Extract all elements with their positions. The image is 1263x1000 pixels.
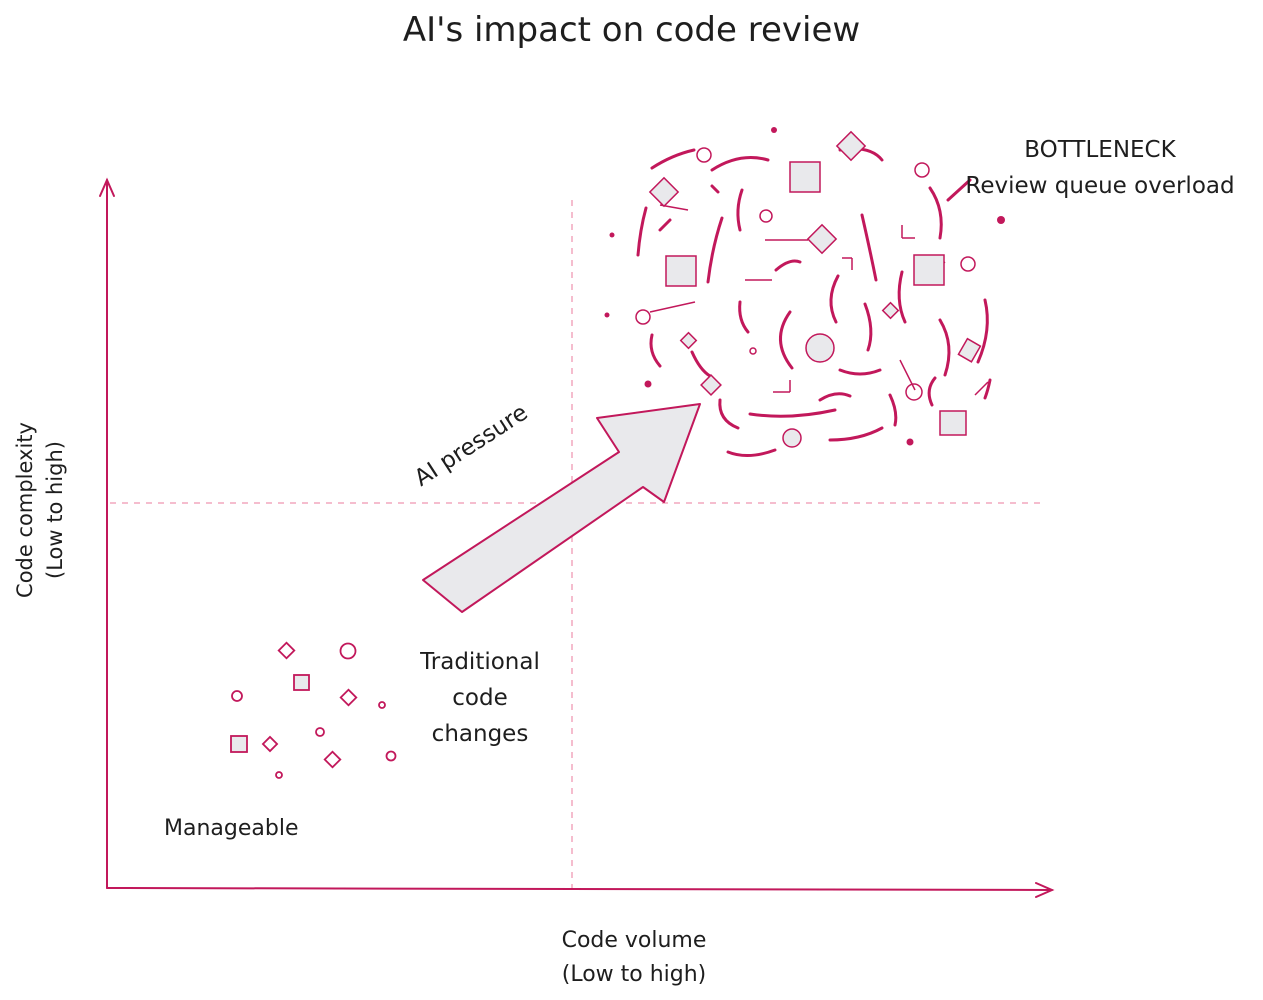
square-shape-icon [665,255,697,287]
diamond-shape-icon [835,130,867,162]
diamond-shape-icon [679,331,698,350]
line-fragment-icon [636,206,648,257]
line-fragment-icon [649,333,662,368]
diamond-shape-icon [648,176,680,208]
circle-shape-icon [782,428,802,448]
line-fragment-icon [928,186,943,240]
line-fragment-icon [976,298,989,364]
circle-shape-icon [749,347,757,355]
traditional-label-line1: Traditional [420,649,540,675]
line-fragment-icon [946,178,972,202]
line-fragment-icon [897,270,907,324]
y-axis-label-line1: Code complexity [13,422,37,598]
line-fragment-icon [726,448,777,457]
line-fragment-icon [829,274,840,324]
traditional-changes-label: Traditional code changes [380,644,580,752]
diamond-shape-icon [339,688,358,707]
circle-shape-icon [696,147,712,163]
y-axis [99,177,115,889]
line-fragment-icon [658,218,672,232]
line-fragment-icon [748,408,837,418]
x-axis [106,882,1055,898]
bottleneck-label: BOTTLENECK Review queue overload [940,132,1260,204]
circle-shape-icon [759,209,773,223]
line-fragment-icon [738,300,750,334]
line-fragment-icon [710,184,720,194]
line-fragment-icon [863,302,873,352]
bottleneck-cluster [636,147,992,457]
circle-shape-icon [914,162,930,178]
line-fragment-icon [828,426,884,442]
traditional-changes-cluster [230,641,397,779]
square-shape-icon [293,674,310,691]
circle-shape-icon [805,333,835,363]
line-fragment-icon [927,376,937,407]
line-fragment-icon [838,368,882,376]
circle-shape-icon [315,727,325,737]
circle-shape-icon [385,750,397,762]
line-fragment-icon [774,259,802,272]
y-axis-label: Code complexity (Low to high) [10,380,70,640]
line-fragment-icon [690,350,712,378]
line-fragment-icon [706,216,724,284]
ai-pressure-arrow [422,403,701,613]
square-shape-icon [939,410,967,436]
circle-shape-icon [905,383,923,401]
line-fragment-icon [650,148,696,170]
diamond-shape-icon [806,223,838,255]
line-fragment-icon [710,156,770,172]
line-fragment-icon [888,393,898,427]
diagram-title: AI's impact on code review [402,10,861,50]
line-fragment-icon [938,318,951,377]
y-axis-label-line2: (Low to high) [43,441,67,579]
circle-shape-icon [378,701,386,709]
circle-shape-icon [339,642,357,660]
diamond-shape-icon [881,301,900,320]
bottleneck-dots [604,127,1005,446]
line-fragment-icon [718,398,740,430]
bottleneck-heading: BOTTLENECK [1024,137,1176,163]
square-shape-icon [789,161,821,193]
line-fragment-icon [860,213,878,282]
diamond-shape-icon [957,337,982,363]
x-axis-label-line2: (Low to high) [561,962,707,987]
circle-shape-icon [231,690,243,702]
diamond-shape-icon [277,641,296,660]
traditional-label-line3: changes [431,721,529,747]
diamond-shape-icon [261,735,279,753]
circle-shape-icon [635,309,651,325]
line-fragment-icon [818,392,852,402]
x-axis-label: Code volume (Low to high) [484,924,784,992]
square-shape-icon [913,254,945,286]
line-fragment-icon [779,310,794,370]
circle-shape-icon [275,771,283,779]
diamond-shape-icon [323,750,342,769]
traditional-label-line2: code [452,685,508,711]
circle-shape-icon [960,256,976,272]
x-axis-label-line1: Code volume [561,928,707,953]
line-fragment-icon [736,188,744,232]
manageable-label: Manageable [164,816,299,841]
line-fragment-icon [983,378,992,400]
bottleneck-shapes [635,130,982,448]
diamond-shape-icon [700,374,722,396]
square-shape-icon [230,735,248,753]
bottleneck-subheading: Review queue overload [965,173,1235,199]
